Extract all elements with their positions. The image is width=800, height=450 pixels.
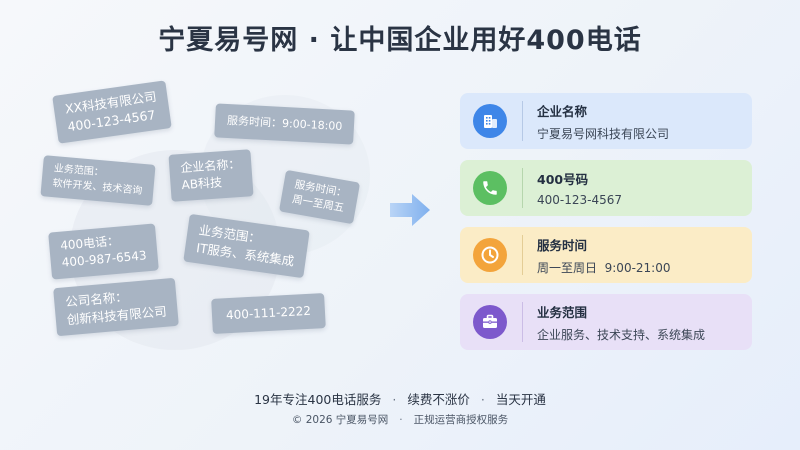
chip-line: 400-111-2222 — [225, 303, 312, 323]
footer-separator: · — [399, 414, 403, 426]
briefcase-icon — [473, 305, 507, 339]
info-card-service-hours: 服务时间 周一至周日 9:00-21:00 — [460, 227, 752, 283]
card-divider — [522, 101, 523, 141]
card-value: 400-123-4567 — [537, 193, 623, 207]
clock-icon — [473, 238, 507, 272]
footer-feature: 19年专注400电话服务 — [254, 392, 382, 407]
info-chip: 企业名称： AB科技 — [168, 149, 254, 202]
arrow-right-icon — [390, 194, 430, 226]
card-label: 400号码 — [537, 172, 589, 187]
phone-icon — [473, 171, 507, 205]
chip-line: 服务时间：9:00-18:00 — [226, 113, 343, 134]
page-title: 宁夏易号网 · 让中国企业用好400电话 — [158, 25, 642, 56]
info-chip: 业务范围： 软件开发、技术咨询 — [40, 155, 156, 206]
chip-line: AB科技 — [181, 175, 223, 193]
card-value: 周一至周日 9:00-21:00 — [537, 260, 671, 275]
card-divider — [522, 302, 523, 342]
info-chip: XX科技有限公司 400-123-4567 — [52, 80, 172, 144]
info-chip: 400电话： 400-987-6543 — [48, 223, 159, 280]
footer-feature: 续费不涨价 — [407, 392, 470, 407]
footer-copyright: © 2026 宁夏易号网 · 正规运营商授权服务 — [0, 412, 800, 427]
card-label: 企业名称 — [537, 103, 588, 119]
info-card-company-name: 企业名称 宁夏易号网科技有限公司 — [460, 93, 752, 149]
license-text: 正规运营商授权服务 — [413, 414, 509, 426]
info-chip: 400-111-2222 — [211, 293, 326, 335]
card-value: 宁夏易号网科技有限公司 — [537, 126, 670, 141]
footer-separator: · — [480, 392, 485, 407]
copyright-text: © 2026 宁夏易号网 — [291, 414, 389, 426]
building-icon — [473, 104, 507, 138]
card-divider — [522, 168, 523, 208]
card-value: 企业服务、技术支持、系统集成 — [537, 327, 706, 342]
card-label: 服务时间 — [537, 237, 588, 253]
footer-separator: · — [392, 392, 397, 407]
info-card-400-number: 400号码 400-123-4567 — [460, 160, 752, 216]
info-chip: 服务时间：9:00-18:00 — [214, 103, 356, 145]
card-label: 业务范围 — [537, 304, 588, 320]
footer-feature: 当天开通 — [495, 392, 546, 407]
footer-features: 19年专注400电话服务 · 续费不涨价 · 当天开通 — [0, 389, 800, 408]
info-card-business-scope: 业务范围 企业服务、技术支持、系统集成 — [460, 294, 752, 350]
card-divider — [522, 235, 523, 275]
